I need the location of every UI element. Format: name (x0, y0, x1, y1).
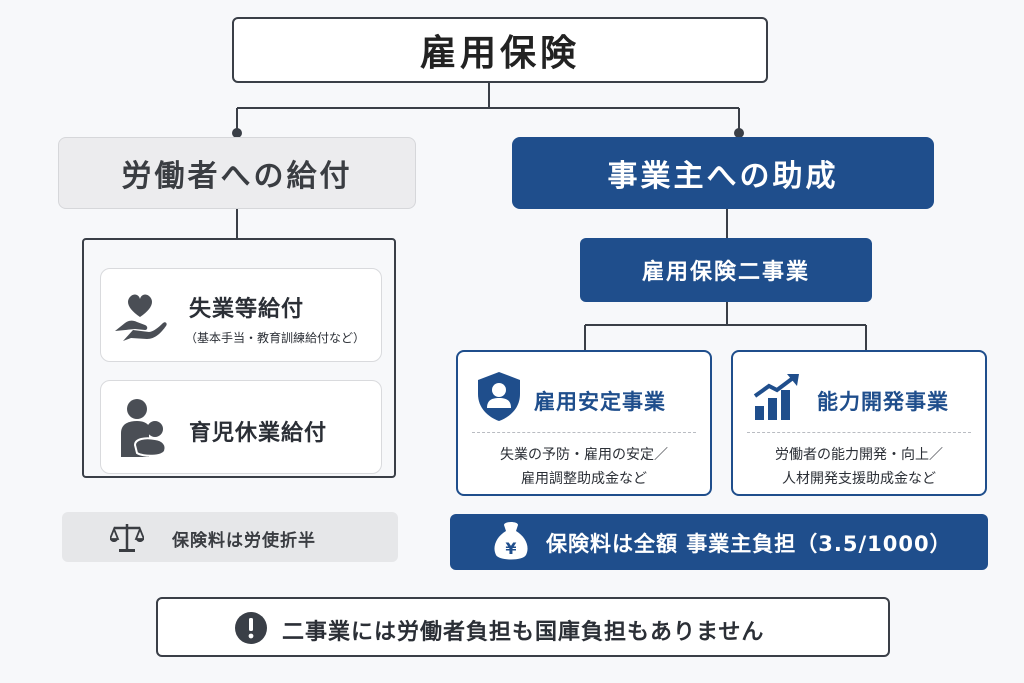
childcare-benefit-card: 育児休業給付 (100, 380, 382, 474)
unemployment-benefit-title: 失業等給付 (189, 297, 305, 322)
heart-hand-icon (115, 294, 167, 341)
worker-benefits-heading: 労働者への給付 (58, 137, 416, 209)
root-title: 雇用保険 (232, 17, 768, 83)
employer-premium-box: ¥ 保険料は全額 事業主負担（3.5/1000） (450, 514, 988, 570)
yen-purse-icon: ¥ (494, 522, 528, 560)
divider (472, 432, 696, 433)
svg-text:¥: ¥ (505, 539, 516, 558)
balance-scale-icon (110, 524, 144, 552)
childcare-benefit-title: 育児休業給付 (189, 421, 328, 446)
employer-subsidy-heading: 事業主への助成 (512, 137, 934, 209)
capability-development-card: 能力開発事業 労働者の能力開発・向上／ 人材開発支援助成金など (731, 350, 987, 496)
worker-benefits-bracket (82, 238, 396, 478)
worker-premium-text: 保険料は労使折半 (172, 531, 316, 551)
two-businesses-heading: 雇用保険二事業 (580, 238, 872, 302)
notice-box: 二事業には労働者負担も国庫負担もありません (156, 597, 890, 657)
employment-stability-desc-1: 失業の予防・雇用の安定／ (500, 447, 668, 463)
capability-development-title: 能力開発事業 (817, 390, 949, 414)
parent-child-icon (121, 399, 167, 457)
employer-premium-text: 保険料は全額 事業主負担（3.5/1000） (546, 532, 952, 556)
capability-development-desc-1: 労働者の能力開発・向上／ (775, 447, 943, 463)
capability-development-desc-2: 人材開発支援助成金など (782, 471, 936, 487)
employment-stability-card: 雇用安定事業 失業の予防・雇用の安定／ 雇用調整助成金など (456, 350, 712, 496)
exclamation-icon (235, 612, 267, 644)
divider (747, 432, 971, 433)
notice-text: 二事業には労働者負担も国庫負担もありません (282, 620, 765, 645)
growth-chart-icon (753, 374, 799, 420)
unemployment-benefit-subtitle: （基本手当・教育訓練給付など） (185, 331, 366, 345)
employment-stability-title: 雇用安定事業 (534, 390, 666, 414)
worker-premium-box: 保険料は労使折半 (62, 512, 398, 562)
unemployment-benefit-card: 失業等給付 （基本手当・教育訓練給付など） (100, 268, 382, 362)
shield-person-icon (478, 372, 520, 421)
employment-stability-desc-2: 雇用調整助成金など (521, 471, 647, 487)
